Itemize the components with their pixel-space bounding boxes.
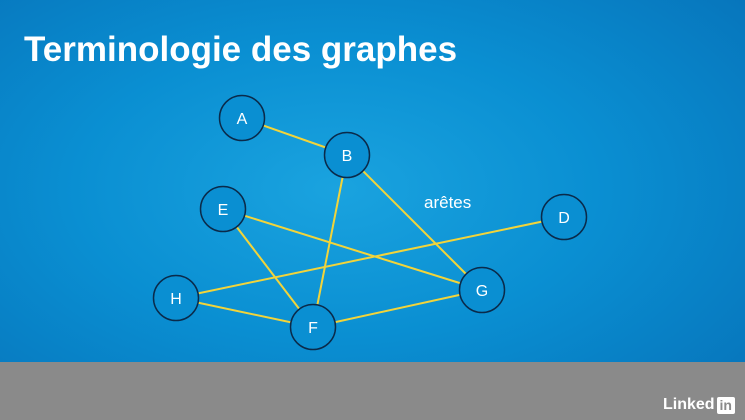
node-a: A bbox=[218, 94, 266, 142]
node-circle-h bbox=[152, 274, 200, 322]
node-h: H bbox=[152, 274, 200, 322]
edge-f-g bbox=[312, 289, 483, 328]
graph-diagram: A B E D H G F arêtes bbox=[152, 94, 588, 351]
edge-e-f bbox=[222, 208, 314, 328]
node-circle-a bbox=[218, 94, 266, 142]
edge-b-f bbox=[312, 154, 348, 328]
node-circle-b bbox=[323, 131, 371, 179]
node-label-h: H bbox=[170, 291, 182, 308]
linkedin-logo: Linked in bbox=[663, 396, 735, 414]
edge-b-g bbox=[346, 154, 483, 291]
node-circle-d bbox=[540, 193, 588, 241]
node-f: F bbox=[289, 303, 337, 351]
node-label-f: F bbox=[308, 320, 318, 337]
slide-title: Terminologie des graphes bbox=[24, 30, 458, 69]
edge-h-d bbox=[175, 216, 565, 299]
node-label-e: E bbox=[218, 202, 229, 219]
edges-label: arêtes bbox=[424, 193, 471, 212]
node-e: E bbox=[199, 185, 247, 233]
node-label-d: D bbox=[558, 210, 570, 227]
edges-layer bbox=[175, 117, 565, 328]
node-g: G bbox=[458, 266, 506, 314]
node-circle-f bbox=[289, 303, 337, 351]
brand-text: Linked bbox=[662, 396, 715, 413]
node-d: D bbox=[540, 193, 588, 241]
node-label-a: A bbox=[237, 111, 248, 128]
node-circle-g bbox=[458, 266, 506, 314]
node-b: B bbox=[323, 131, 371, 179]
edge-h-f bbox=[175, 297, 314, 328]
edge-e-g bbox=[222, 208, 483, 291]
footer-band bbox=[0, 362, 745, 420]
node-label-g: G bbox=[476, 283, 488, 300]
brand-box: in bbox=[716, 396, 735, 414]
node-label-b: B bbox=[342, 148, 353, 165]
nodes-layer: A B E D H G F bbox=[152, 94, 588, 351]
node-circle-e bbox=[199, 185, 247, 233]
